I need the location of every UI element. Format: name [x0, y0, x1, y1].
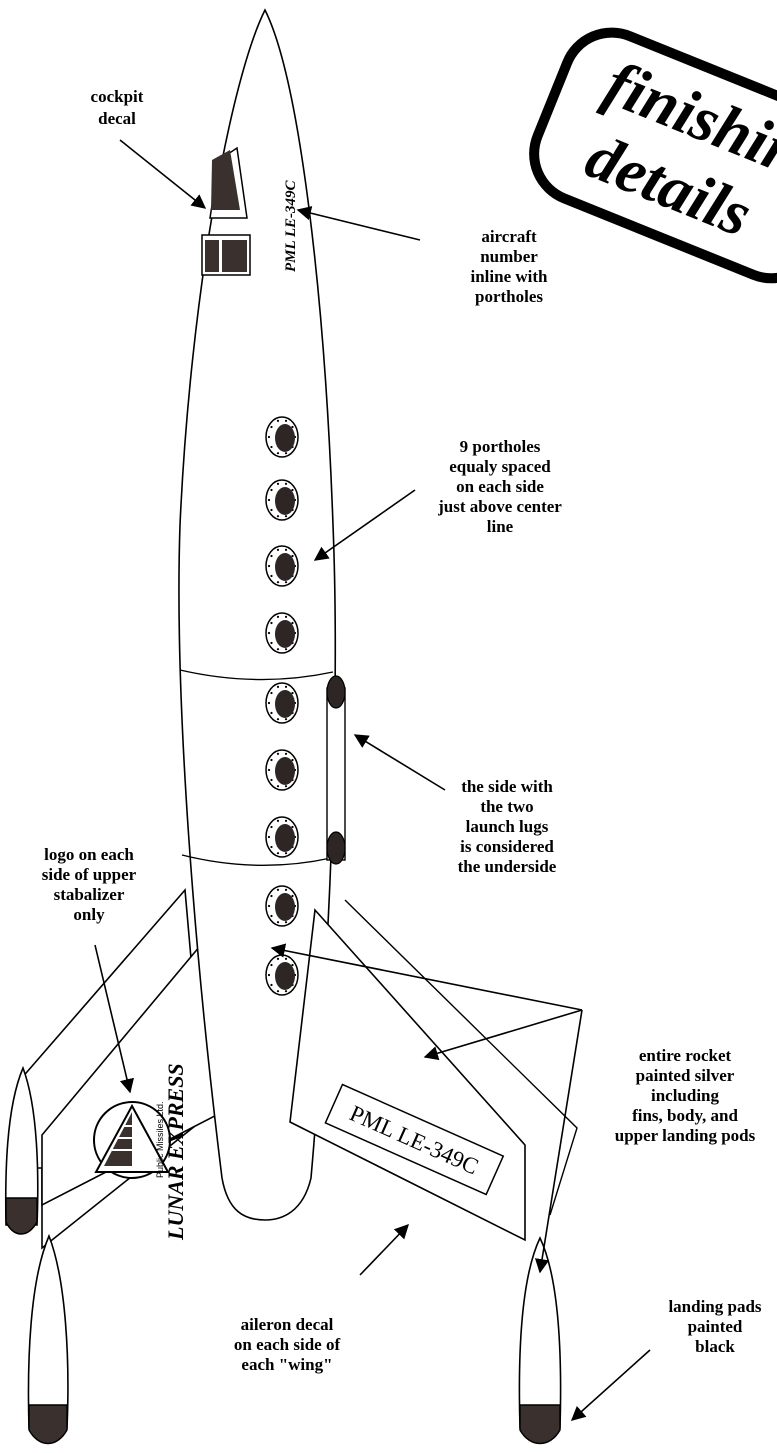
arrow-cockpit: [120, 140, 205, 208]
label-line: painted: [688, 1317, 743, 1336]
label-line: only: [73, 905, 105, 924]
hull-number: PML LE-349C: [283, 179, 299, 272]
label-line: the underside: [458, 857, 557, 876]
label-cockpit: cockpit decal: [91, 87, 144, 128]
porthole: [266, 817, 298, 857]
label-line: number: [480, 247, 538, 266]
arrow-landing-pads: [572, 1350, 650, 1420]
porthole: [266, 417, 298, 457]
label-line: launch lugs: [466, 817, 549, 836]
arrow-aileron: [360, 1225, 408, 1275]
label-line: landing pads: [668, 1297, 761, 1316]
launch-lug-bottom: [327, 832, 345, 864]
label-line: stabalizer: [54, 885, 125, 904]
label-line: each "wing": [241, 1355, 332, 1374]
label-line: black: [695, 1337, 735, 1356]
label-line: side of upper: [42, 865, 137, 884]
porthole: [266, 683, 298, 723]
label-line: including: [651, 1086, 720, 1105]
label-line: inline with: [471, 267, 549, 286]
label-line: painted silver: [636, 1066, 735, 1085]
landing-pad-black: [6, 1198, 37, 1234]
porthole: [266, 480, 298, 520]
label-line: decal: [98, 109, 136, 128]
porthole: [266, 955, 298, 995]
label-line: logo on each: [44, 845, 134, 864]
label-line: aileron decal: [241, 1315, 334, 1334]
label-line: fins, body, and: [632, 1106, 738, 1125]
arrow-paint-fin: [425, 1010, 582, 1057]
label-line: just above center: [437, 497, 562, 516]
label-line: 9 portholes: [460, 437, 541, 456]
landing-pod-left-inner: [28, 1236, 67, 1444]
label-line: line: [487, 517, 514, 536]
arrow-launch-lugs: [355, 735, 445, 790]
label-line: upper landing pods: [615, 1126, 756, 1145]
porthole: [266, 546, 298, 586]
porthole-column: [266, 417, 298, 995]
right-wing: PML LE-349C: [290, 900, 577, 1240]
label-line: on each side of: [234, 1335, 341, 1354]
right-wing-panel: [290, 910, 525, 1240]
arrow-aircraft-number: [298, 210, 420, 240]
label-line: is considered: [460, 837, 554, 856]
logo-name-text: LUNAR EXPRESS: [163, 1063, 188, 1241]
arrow-paint-pod: [540, 1010, 582, 1272]
porthole: [266, 750, 298, 790]
launch-lugs: [327, 676, 345, 864]
label-line: the two: [480, 797, 533, 816]
label-line: portholes: [475, 287, 543, 306]
porthole: [266, 613, 298, 653]
label-line: on each side: [456, 477, 544, 496]
title-stamp: finishing details: [520, 18, 777, 293]
label-line: the side with: [461, 777, 553, 796]
landing-pad-black: [520, 1405, 560, 1444]
label-line: aircraft: [481, 227, 537, 246]
label-line: cockpit: [91, 87, 144, 106]
label-line: entire rocket: [639, 1046, 732, 1065]
label-line: equaly spaced: [449, 457, 551, 476]
landing-pad-black: [29, 1405, 67, 1444]
porthole: [266, 886, 298, 926]
launch-lug-top: [327, 676, 345, 708]
